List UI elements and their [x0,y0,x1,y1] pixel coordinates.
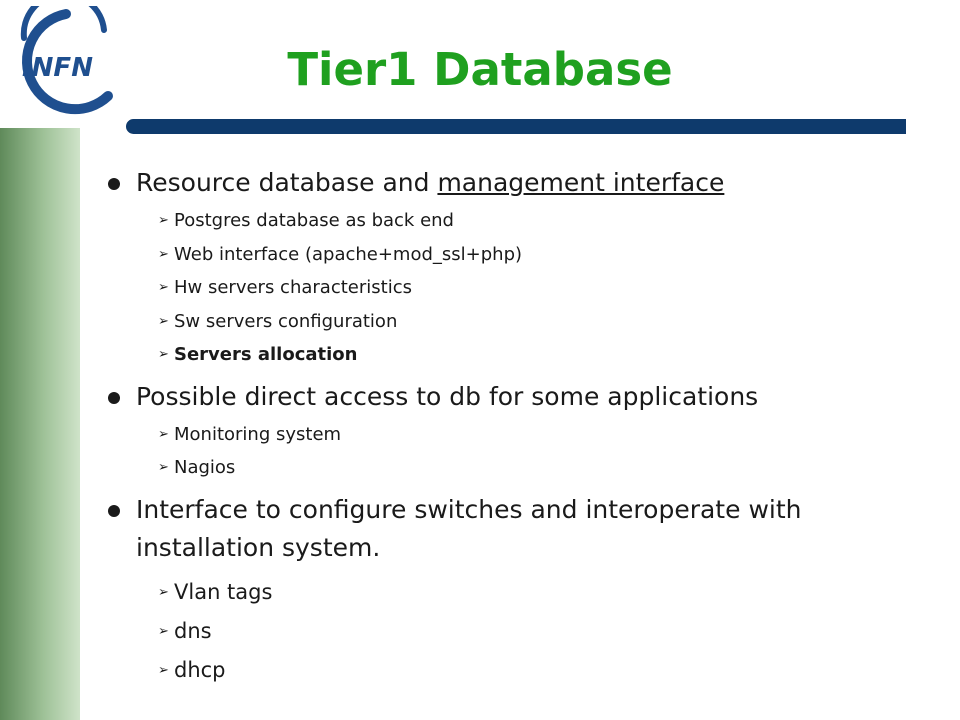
arrow-bullet-icon: ➢ [158,623,169,639]
arrow-bullet-icon: ➢ [158,460,169,475]
bullet-text: Resource database and [136,168,438,197]
arrow-bullet-icon: ➢ [158,584,169,600]
arrow-bullet-icon: ➢ [158,246,169,262]
sub-item: ➢ Sw servers configuration [104,305,934,339]
arrow-bullet-icon: ➢ [158,313,169,329]
sub-item: ➢ Postgres database as back end [104,204,934,238]
arrow-bullet-icon: ➢ [158,662,169,678]
sub-item: ➢ Nagios [104,451,934,485]
bullet-item: Possible direct access to db for some ap… [104,378,934,416]
sub-item-text: Hw servers characteristics [174,277,412,298]
sub-list: ➢ Vlan tags ➢ dns ➢ dhcp [104,573,934,690]
arrow-bullet-icon: ➢ [158,280,169,295]
sub-item: ➢ Web interface (apache+mod_ssl+php) [104,238,934,272]
title-rule [126,119,906,134]
bullet-item: Interface to configure switches and inte… [104,491,934,567]
sub-item-text: Postgres database as back end [174,210,454,231]
arrow-bullet-icon: ➢ [158,426,169,442]
bullet-dot-icon [108,391,120,404]
slide-title: Tier1 Database [287,43,673,96]
sub-item-text: Nagios [174,457,236,478]
bullet-text: Possible direct access to db for some ap… [136,381,759,411]
sub-item-text: dns [174,618,212,643]
sub-item-text: Sw servers configuration [174,310,398,332]
sub-item: ➢ Servers allocation [104,338,934,372]
sub-item: ➢ dns [104,612,934,651]
sub-item-text: dhcp [174,657,226,682]
sub-item: ➢ Hw servers characteristics [104,271,934,305]
bullet-group-2: Possible direct access to db for some ap… [104,378,934,485]
bullet-dot-icon [108,178,120,190]
sub-list: ➢ Monitoring system ➢ Nagios [104,418,934,485]
bullet-text: Interface to configure switches and inte… [136,494,802,562]
sub-item-text: Monitoring system [174,423,342,445]
sub-item: ➢ Vlan tags [104,573,934,612]
sub-item: ➢ Monitoring system [104,418,934,452]
bullet-group-1: Resource database and management interfa… [104,164,934,372]
infn-logo: INFN [4,0,124,116]
bullet-group-3: Interface to configure switches and inte… [104,491,934,690]
logo-text: INFN [22,53,93,83]
slide-content: Resource database and management interfa… [104,164,934,690]
sub-item-text: Servers allocation [174,344,358,365]
left-sidebar-bar [0,128,80,720]
sub-item-text: Web interface (apache+mod_ssl+php) [174,243,523,265]
bullet-dot-icon [108,504,120,517]
bullet-item: Resource database and management interfa… [104,164,934,202]
arrow-bullet-icon: ➢ [158,347,169,362]
bullet-text-underlined: management interface [437,168,725,197]
arrow-bullet-icon: ➢ [158,213,169,228]
sub-item: ➢ dhcp [104,651,934,690]
sub-list: ➢ Postgres database as back end ➢ Web inte… [104,204,934,372]
sub-item-text: Vlan tags [174,579,273,604]
